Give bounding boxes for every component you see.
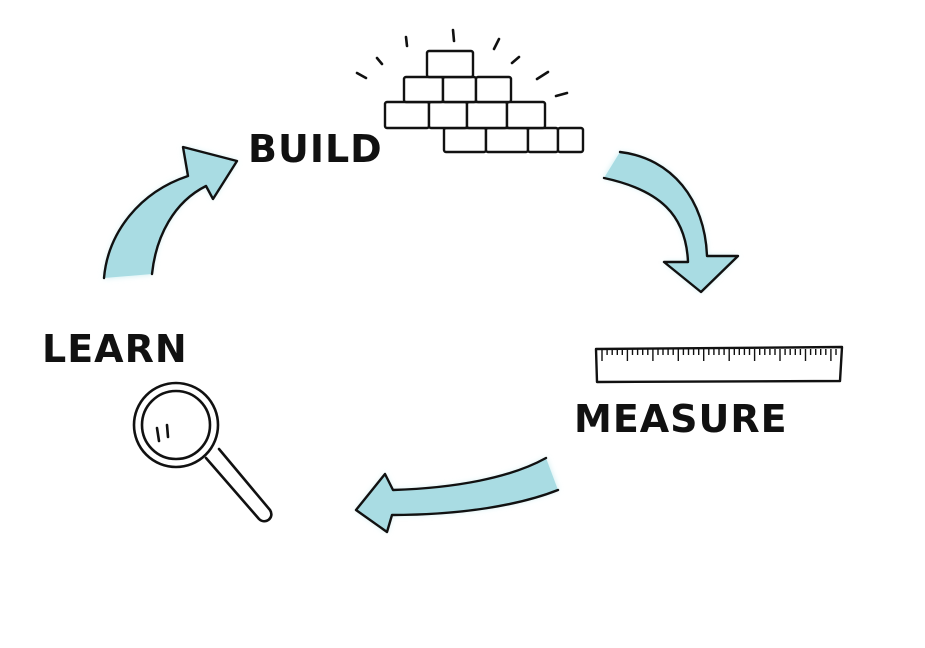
arrow-build-to-measure [602,150,740,294]
stage-label-measure: MEASURE [574,397,788,441]
stage-label-learn: LEARN [42,327,188,371]
ruler-icon [594,345,844,384]
sparkle-lines [355,28,569,98]
arrow-learn-to-build [102,145,239,280]
arrow-measure-to-learn [354,456,560,534]
stage-label-build: BUILD [248,127,383,171]
ruler-ticks [601,349,837,361]
magnifying-glass-icon [132,381,273,523]
brick-pyramid-icon [355,28,585,154]
